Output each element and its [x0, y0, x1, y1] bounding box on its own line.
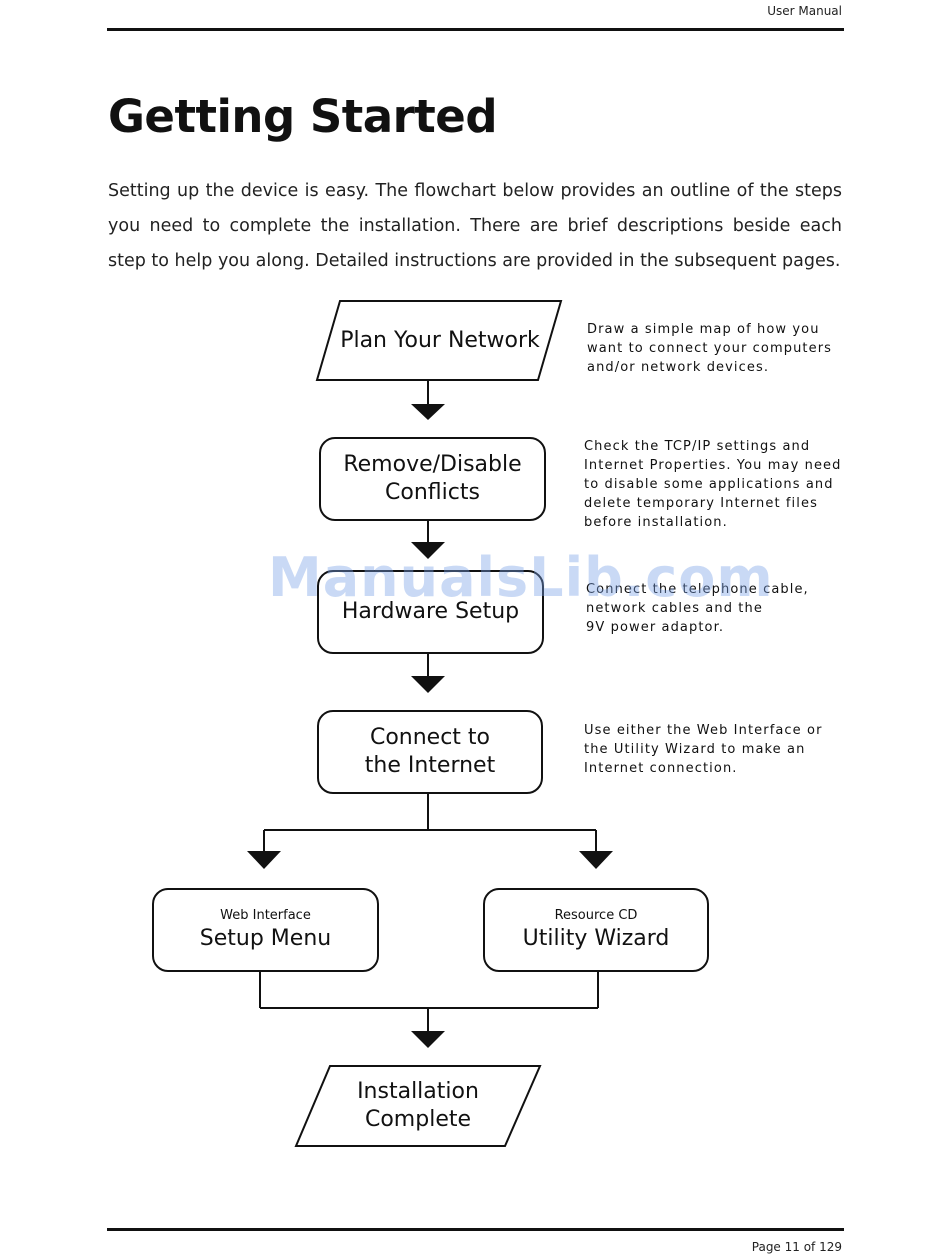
connect-line2: the Internet [364, 753, 496, 778]
plan-note-line: Draw a simple map of how you [587, 322, 820, 337]
plan-note: Draw a simple map of how you want to con… [587, 320, 832, 377]
hardware-setup-box: Hardware Setup [317, 570, 544, 654]
remove-note-line: Check the TCP/IP settings and [584, 439, 811, 454]
setup-menu-label: Setup Menu [199, 926, 332, 951]
remove-note: Check the TCP/IP settings and Internet P… [584, 437, 842, 532]
complete-line1: Installation [357, 1079, 479, 1104]
arrow-1 [411, 404, 445, 420]
remove-note-line: delete temporary Internet files [584, 496, 818, 511]
connect-internet-box: Connect to the Internet [317, 710, 543, 794]
page-number: Page 11 of 129 [751, 1240, 842, 1254]
remove-note-line: Internet Properties. You may need [584, 458, 842, 473]
plan-note-line: and/or network devices. [587, 360, 770, 375]
utility-wizard-label: Utility Wizard [522, 926, 670, 951]
setup-menu-sub: Web Interface [220, 908, 311, 923]
header-rule [107, 28, 844, 31]
header-title: User Manual [767, 4, 842, 18]
utility-wizard-box: Resource CD Utility Wizard [483, 888, 709, 972]
plan-note-line: want to connect your computers [587, 341, 833, 356]
hardware-note: Connect the telephone cable, network cab… [586, 580, 809, 637]
connect-line1: Connect to [369, 725, 491, 750]
utility-wizard-sub: Resource CD [554, 908, 638, 923]
plan-parallelogram [315, 300, 563, 381]
hardware-label: Hardware Setup [341, 599, 520, 624]
connect-note-line: Use either the Web Interface or [584, 723, 823, 738]
remove-note-line: to disable some applications and [584, 477, 834, 492]
hardware-note-line: 9V power adaptor. [586, 620, 725, 635]
arrow-right-branch [579, 851, 613, 869]
setup-menu-box: Web Interface Setup Menu [152, 888, 379, 972]
watermark: ManualsLib.com [268, 546, 774, 609]
complete-line2: Complete [364, 1107, 472, 1132]
remove-line2: Conflicts [385, 480, 480, 505]
remove-conflicts-box: Remove/Disable Conflicts [319, 437, 546, 521]
connect-note-line: Internet connection. [584, 761, 738, 776]
complete-parallelogram [294, 1065, 542, 1147]
plan-label: Plan Your Network [340, 327, 540, 353]
remove-line1: Remove/Disable [343, 452, 522, 477]
intro-paragraph: Setting up the device is easy. The flowc… [108, 181, 842, 271]
remove-note-line: before installation. [584, 515, 728, 530]
arrow-left-branch [247, 851, 281, 869]
arrow-merge [411, 1031, 445, 1048]
connect-note-line: the Utility Wizard to make an [584, 742, 806, 757]
arrow-2 [411, 542, 445, 559]
plan-step-label: Plan Your Network [330, 301, 550, 380]
footer-rule [107, 1228, 844, 1231]
complete-step-label: Installation Complete [313, 1066, 523, 1146]
hardware-note-line: network cables and the [586, 601, 763, 616]
arrow-3 [411, 676, 445, 693]
page-title: Getting Started [108, 90, 498, 143]
hardware-note-line: Connect the telephone cable, [586, 582, 809, 597]
connect-note: Use either the Web Interface or the Util… [584, 721, 823, 778]
